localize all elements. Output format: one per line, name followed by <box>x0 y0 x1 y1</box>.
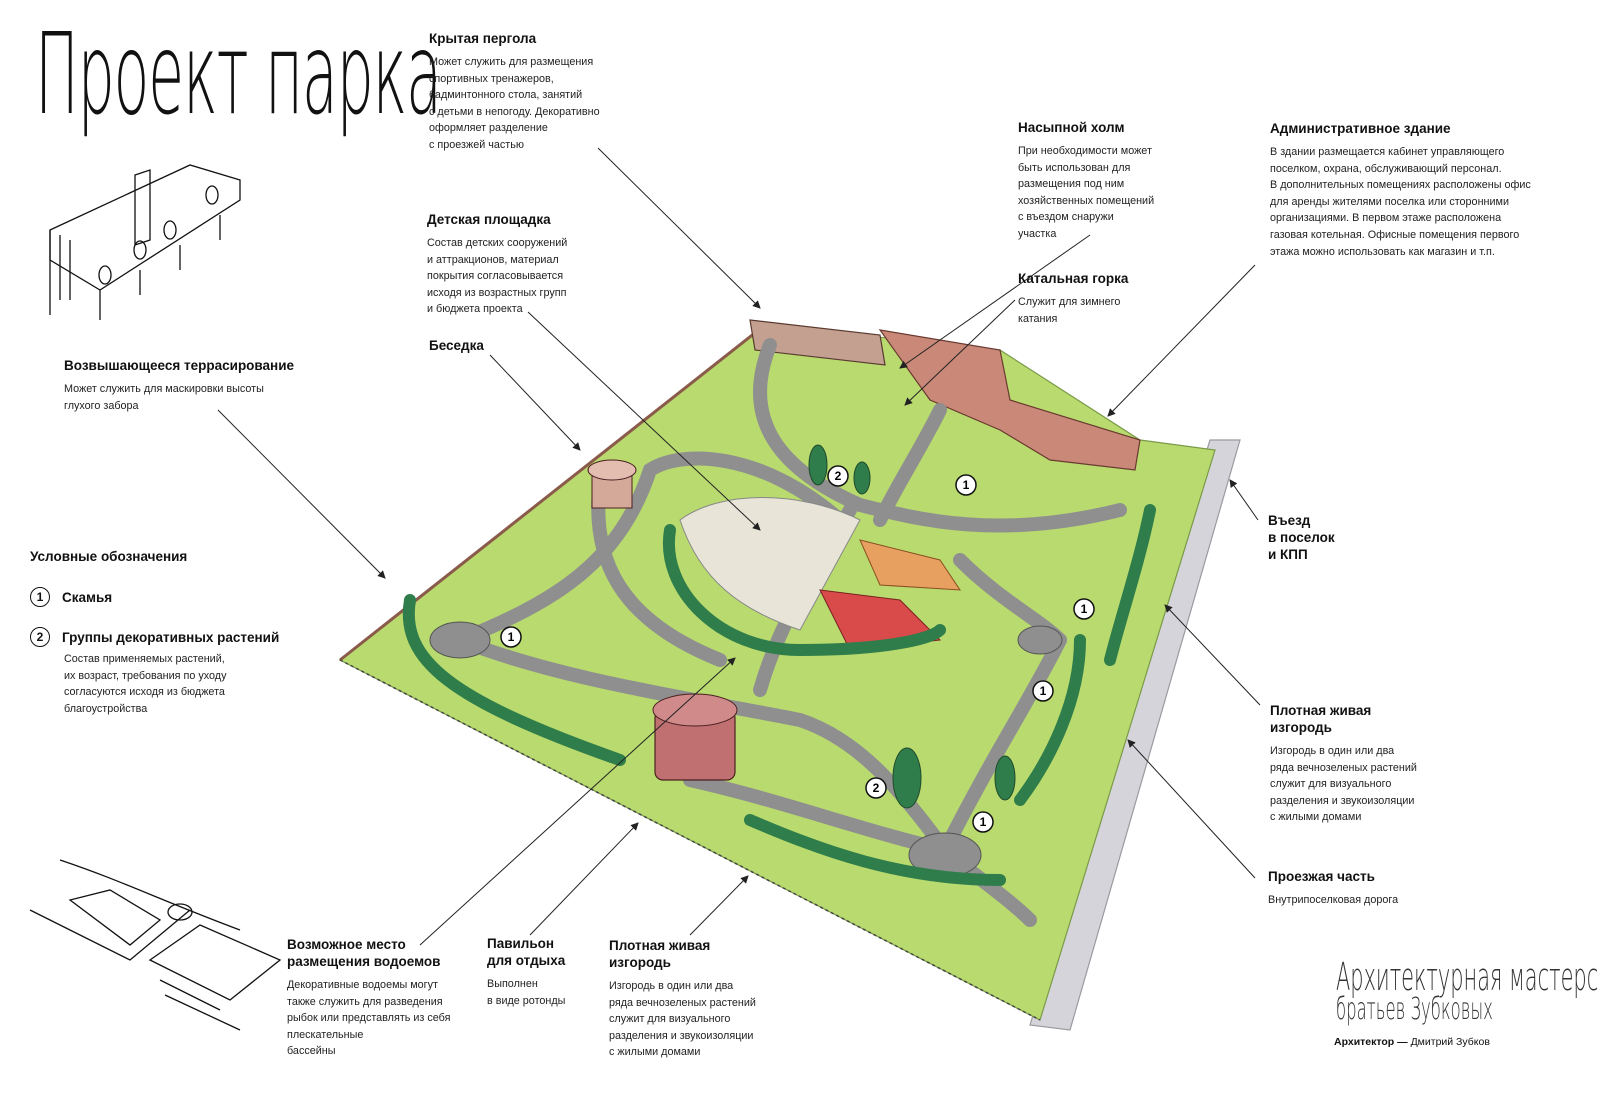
annotation-admin: Административное здание В здании размеща… <box>1270 120 1531 260</box>
architect-name: Дмитрий Зубков <box>1410 1036 1490 1048</box>
pergola-label: Крытая пергола <box>429 31 537 46</box>
plaza-right <box>1017 625 1063 655</box>
legend-item-plants: 2 Группы декоративных растений <box>30 627 279 647</box>
bench-marker <box>500 626 522 648</box>
road-label: Проезжая часть <box>1268 869 1375 884</box>
bench-marker-label: 1 <box>1040 684 1047 698</box>
legend: Условные обозначения 1 Скамья 2 Группы д… <box>30 549 279 717</box>
pergola-desc: Может служить для размещения спортивных … <box>429 56 600 151</box>
annotation-entrance: Въезд в поселок и КПП <box>1268 512 1335 563</box>
playground-area <box>679 497 861 631</box>
plants-marker-label: 2 <box>873 781 880 795</box>
hedge-bottom-label: Плотная живая изгородь <box>609 938 711 970</box>
gazebo-label: Беседка <box>429 338 484 353</box>
annotation-playground: Детская площадка Состав детских сооружен… <box>427 211 567 318</box>
admin-label: Административное здание <box>1270 121 1451 136</box>
bench-legend-label: Скамья <box>62 589 113 605</box>
hedge-bottom-desc: Изгородь в один или два ряда вечнозелены… <box>609 980 756 1059</box>
tree-group <box>994 755 1016 801</box>
entrance-label: Въезд в поселок и КПП <box>1268 513 1335 562</box>
tree-group <box>853 461 871 495</box>
bench-marker-label: 1 <box>1081 602 1088 616</box>
studio-subtitle: братьев Зубковых <box>1336 992 1493 1027</box>
pergola <box>749 319 886 366</box>
pavilion-label: Павильон для отдыха <box>487 936 566 968</box>
leader-lines <box>217 147 1261 946</box>
hedges <box>402 504 1156 886</box>
tree-group <box>892 747 922 809</box>
hill-label: Насыпной холм <box>1018 120 1125 135</box>
hedge-right-label: Плотная живая изгородь <box>1270 703 1372 735</box>
bench-marker <box>1032 680 1054 702</box>
annotation-slide: Катальная горка Служит для зимнего катан… <box>1018 270 1128 327</box>
architect-role: Архитектор — <box>1334 1036 1408 1048</box>
slide-desc: Служит для зимнего катания <box>1018 296 1121 325</box>
bench-marker <box>1073 598 1095 620</box>
playground-label: Детская площадка <box>427 212 551 227</box>
plants-marker <box>865 777 887 799</box>
hill-desc: При необходимости может быть использован… <box>1018 145 1155 240</box>
page-title: Проект парка <box>35 10 442 140</box>
plaza-left <box>429 621 491 659</box>
fence-sketch <box>49 164 241 320</box>
annotation-hedge-right: Плотная живая изгородь Изгородь в один и… <box>1270 702 1417 826</box>
flower-bed <box>819 589 942 651</box>
studio-name: Архитектурная мастерск <box>1336 955 1600 999</box>
admin-building <box>878 329 1141 471</box>
tree-group <box>808 444 828 486</box>
terracing-desc: Может служить для маскировки высоты глух… <box>64 383 264 412</box>
playground-desc: Состав детских сооружений и аттракционов… <box>427 237 568 316</box>
annotation-terracing: Возвышающееся террасирование Может служи… <box>64 357 294 414</box>
terracing-label: Возвышающееся террасирование <box>64 358 295 373</box>
legend-title: Условные обозначения <box>30 549 188 564</box>
gazebo-roof <box>587 459 637 481</box>
bench-marker <box>972 811 994 833</box>
map-markers: 1 1 1 1 1 2 2 <box>500 465 1095 833</box>
ponds-label: Возможное место размещения водоемов <box>287 937 441 969</box>
pond-sketch <box>29 859 282 1031</box>
orange-bed <box>859 539 961 591</box>
pavilion-desc: Выполнен в виде ротонды <box>487 978 566 1007</box>
annotation-pavilion: Павильон для отдыха Выполнен в виде рото… <box>487 935 565 1009</box>
bench-marker <box>955 474 977 496</box>
architect-credit: Архитектор — Дмитрий Зубков <box>1334 1036 1490 1048</box>
plants-marker <box>827 465 849 487</box>
slide-label: Катальная горка <box>1018 271 1129 286</box>
fence-bottom <box>339 659 1041 1021</box>
legend-item-bench: 1 Скамья <box>30 587 279 607</box>
annotation-ponds: Возможное место размещения водоемов Деко… <box>287 936 450 1060</box>
bench-marker-label: 1 <box>980 815 987 829</box>
annotation-road: Проезжая часть Внутрипоселковая дорога <box>1268 868 1398 909</box>
annotation-hill: Насыпной холм При необходимости может бы… <box>1018 119 1154 243</box>
bench-marker-label: 1 <box>508 630 515 644</box>
bench-marker-label: 1 <box>963 478 970 492</box>
admin-desc: В здании размещается кабинет управляющег… <box>1270 146 1531 258</box>
plants-symbol: 2 <box>30 627 50 647</box>
road-desc: Внутрипоселковая дорога <box>1268 894 1399 906</box>
annotation-pergola: Крытая пергола Может служить для размеще… <box>429 30 600 154</box>
plants-marker-label: 2 <box>835 469 842 483</box>
ponds-desc: Декоративные водоемы могут также служить… <box>287 979 451 1058</box>
bench-symbol: 1 <box>30 587 50 607</box>
plants-legend-desc: Состав применяемых растений, их возраст,… <box>64 653 227 715</box>
hedge-right-desc: Изгородь в один или два ряда вечнозелены… <box>1270 745 1417 824</box>
plants-legend-label: Группы декоративных растений <box>62 629 280 645</box>
annotation-gazebo: Беседка <box>429 337 484 354</box>
annotation-hedge-bottom: Плотная живая изгородь Изгородь в один и… <box>609 937 756 1061</box>
